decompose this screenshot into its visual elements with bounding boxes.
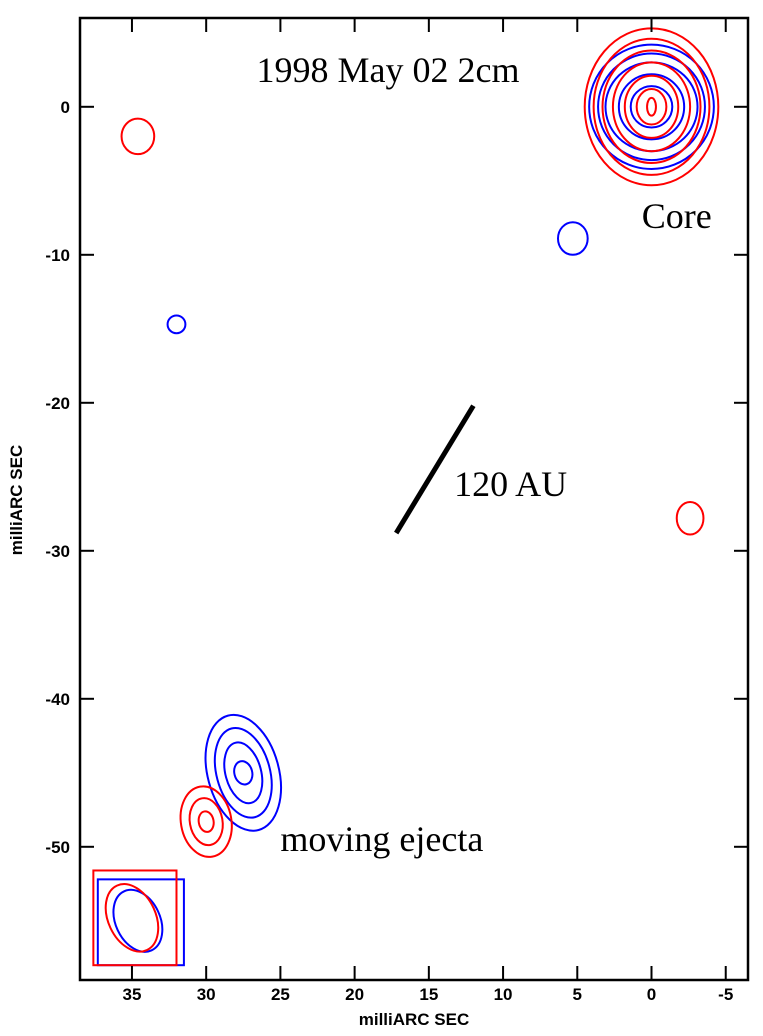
x-tick-label: 0 [647, 985, 656, 1004]
chart-title: 1998 May 02 2cm [257, 50, 520, 90]
contours [104, 27, 720, 953]
contour-level [223, 741, 264, 805]
y-tick-label: -40 [45, 690, 70, 709]
contour-level [601, 49, 702, 165]
contour-level [204, 713, 282, 832]
x-tick-label: 25 [271, 985, 290, 1004]
contour-level [112, 888, 164, 953]
contour-level [635, 88, 668, 126]
contour-level [188, 797, 224, 847]
x-tick-label: 5 [573, 985, 582, 1004]
annotation-scale: 120 AU [454, 464, 567, 504]
contour-level [120, 117, 156, 156]
contour-level [213, 726, 273, 819]
y-tick-label: -20 [45, 394, 70, 413]
contour-level [197, 810, 215, 833]
contour-level [646, 96, 657, 117]
x-tick-label: 20 [345, 985, 364, 1004]
contour-level [233, 760, 254, 786]
beam-box [92, 869, 178, 967]
contour-level [611, 61, 692, 153]
x-axis-label: milliARC SEC [359, 1010, 470, 1029]
x-tick-label: 10 [494, 985, 513, 1004]
y-tick-label: 0 [61, 98, 70, 117]
contour-level [629, 85, 674, 129]
contour-level [104, 883, 160, 953]
y-axis-label: milliARC SEC [7, 445, 26, 556]
annotation-core: Core [642, 196, 712, 236]
contour-level [179, 785, 233, 858]
x-tick-label: 30 [197, 985, 216, 1004]
beam-boxes [92, 869, 185, 967]
x-tick-label: 15 [419, 985, 438, 1004]
contour-level [588, 43, 715, 170]
contour-level [556, 221, 589, 256]
y-tick-label: -10 [45, 246, 70, 265]
plot-frame [78, 16, 750, 982]
contour-level [623, 74, 680, 139]
x-tick-label: 35 [122, 985, 141, 1004]
contour-level [617, 73, 686, 141]
y-tick-label: -50 [45, 838, 70, 857]
contour-level [675, 500, 705, 536]
contour-level [166, 314, 187, 335]
contour-level [592, 37, 711, 176]
x-tick-label: -5 [718, 985, 733, 1004]
annotation-ejecta: moving ejecta [280, 819, 483, 859]
y-tick-label: -30 [45, 542, 70, 561]
contour-level [597, 52, 706, 162]
scale-bar-line [394, 404, 476, 535]
